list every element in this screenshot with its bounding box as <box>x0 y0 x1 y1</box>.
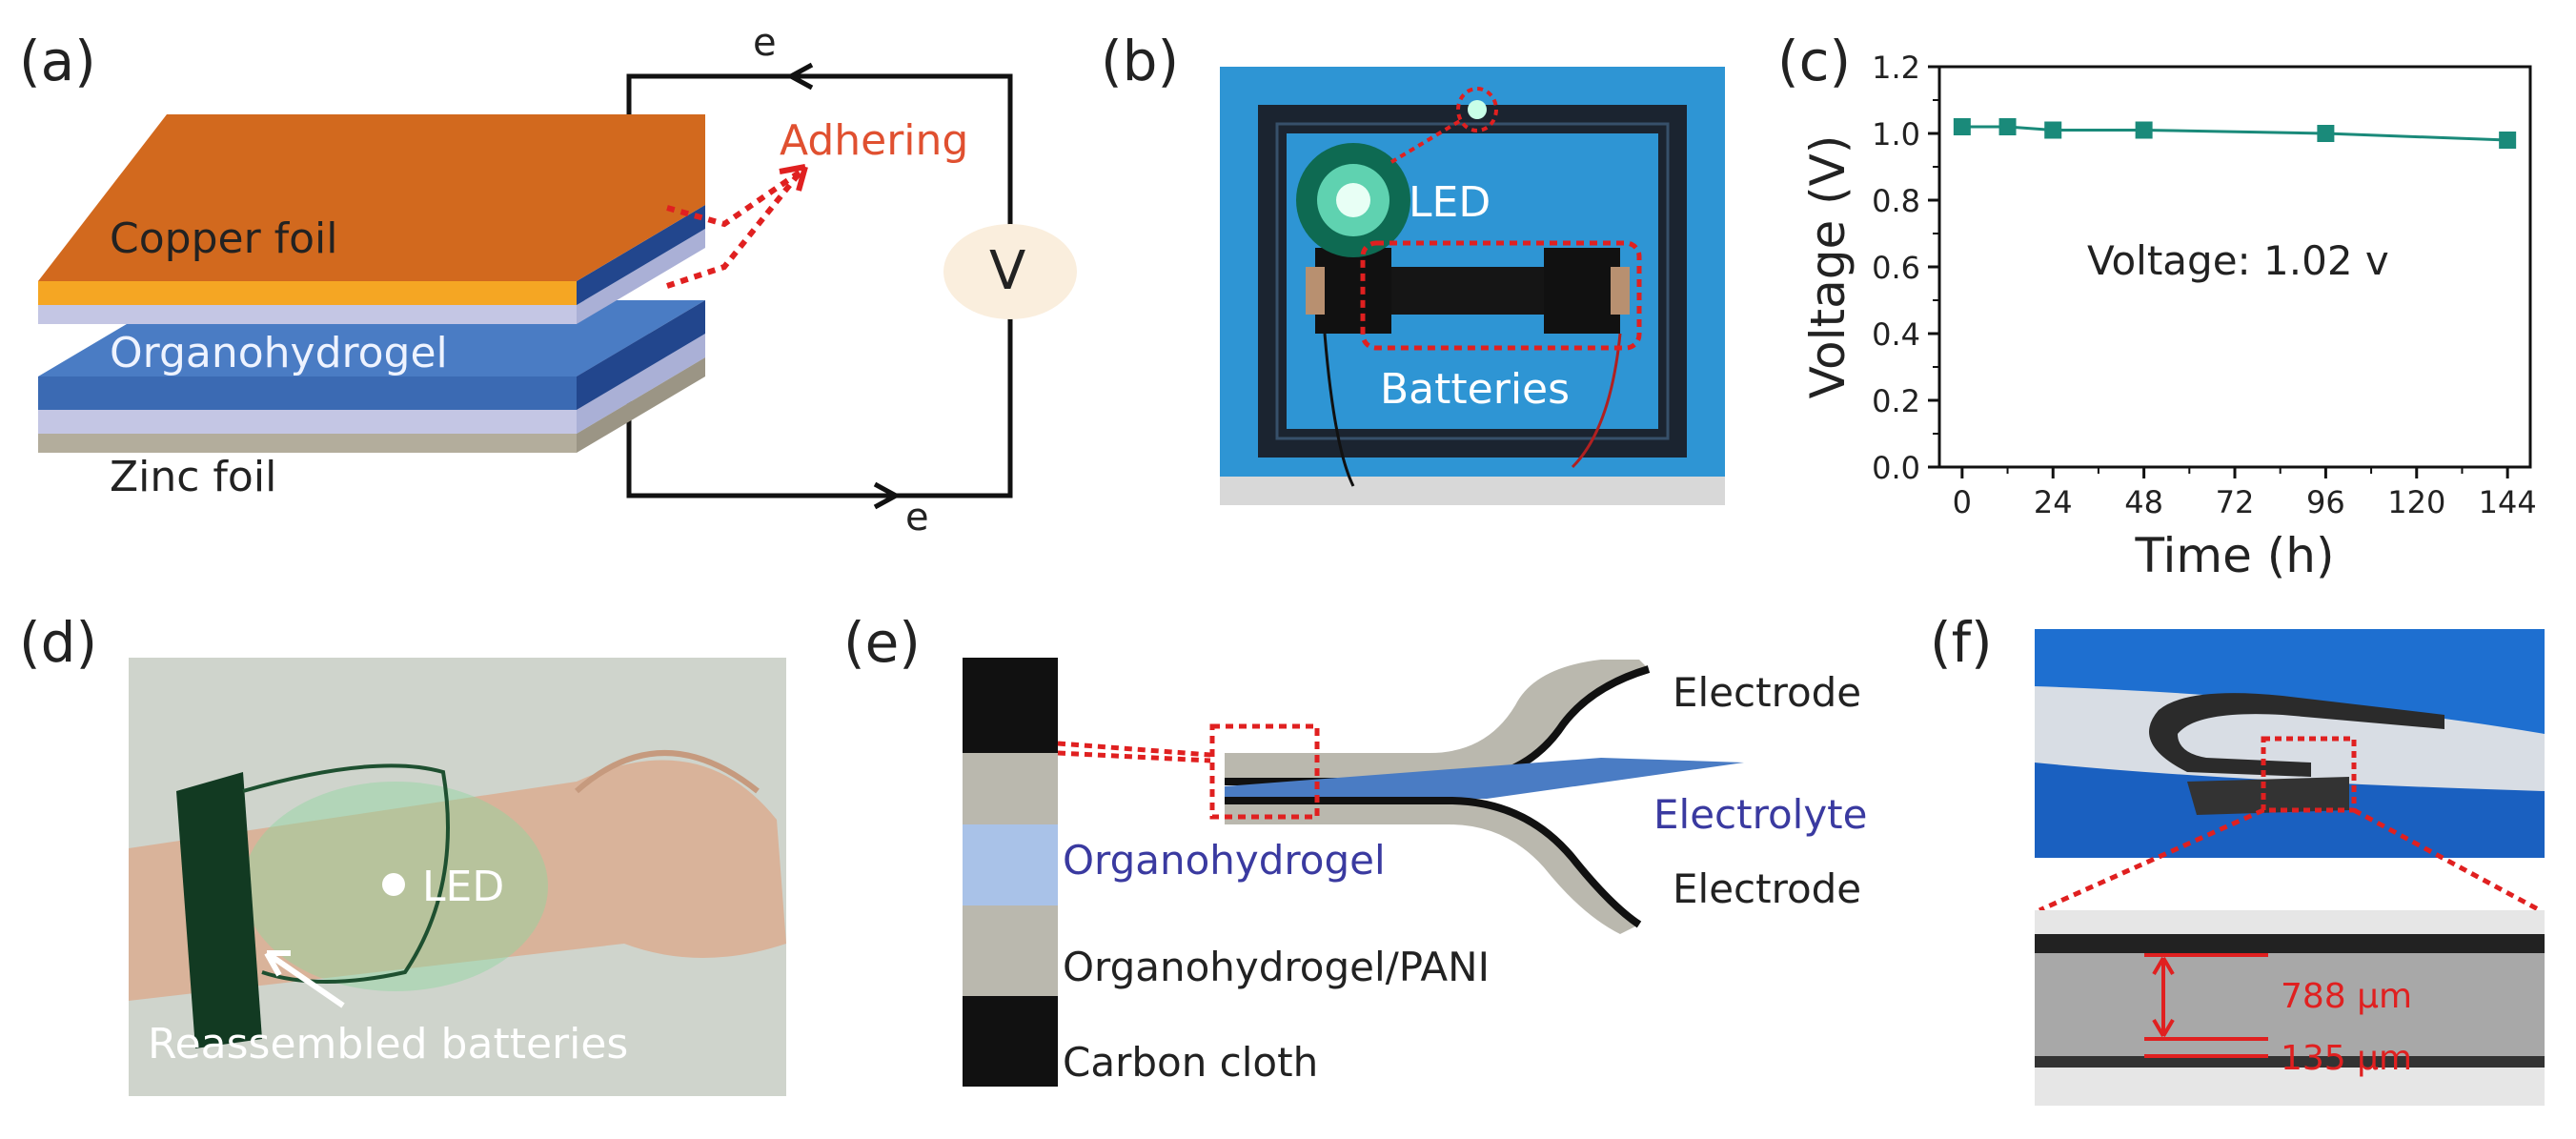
x-tick-label: 72 <box>2216 484 2255 520</box>
organohydrogel-e-label: Organohydrogel <box>1063 837 1386 884</box>
electron-top-label: e <box>753 21 777 65</box>
y-tick-label: 1.2 <box>1872 50 1920 86</box>
panel-e-label: (e) <box>843 610 921 675</box>
panel-b-label: (b) <box>1101 29 1180 93</box>
voltage-annotation: Voltage: 1.02 v <box>2087 237 2389 284</box>
zoom-box-f <box>2261 736 2357 813</box>
pani-layer <box>963 905 1058 996</box>
carbon-cloth-top <box>963 658 1058 753</box>
panel-d-photo <box>129 658 786 1096</box>
electrolyte-sheet <box>1225 758 1744 799</box>
voltage-series-line <box>1961 125 2508 142</box>
y-tick-label: 1.0 <box>1872 116 1920 153</box>
voltmeter-label: V <box>989 240 1026 302</box>
data-point <box>1998 118 2017 135</box>
copper-foil-label: Copper foil <box>110 214 338 263</box>
x-tick-label: 48 <box>2124 484 2163 520</box>
voltage-chart: 0.0 0.2 0.4 0.6 0.8 1.0 1.2 0 24 48 72 96 120 144Time… <box>1800 50 2537 583</box>
y-tick-label: 0.6 <box>1872 250 1920 286</box>
x-tick-label: 96 <box>2306 484 2345 520</box>
organohydrogel-label: Organohydrogel <box>110 329 448 377</box>
y-axis-label: Voltage (V) <box>1800 135 1856 399</box>
data-point <box>2499 132 2517 149</box>
carbon-cloth-label: Carbon cloth <box>1063 1039 1319 1086</box>
x-axis-label: Time (h) <box>2135 528 2335 583</box>
panel-d-label: (d) <box>19 610 98 675</box>
x-tick-label: 120 <box>2387 484 2445 520</box>
thickness-135-label: 135 μm <box>2281 1039 2413 1078</box>
voltmeter <box>943 224 1077 319</box>
electrolyte-label: Electrolyte <box>1653 791 1868 838</box>
led-label-d: LED <box>422 863 505 911</box>
white-arrow-icon <box>264 950 345 1008</box>
data-point <box>2135 121 2153 139</box>
data-point <box>2044 121 2062 139</box>
panel-c-label: (c) <box>1777 29 1852 93</box>
data-point <box>2317 125 2335 142</box>
x-tick-label: 24 <box>2034 484 2073 520</box>
y-tick-label: 0.2 <box>1872 383 1920 419</box>
panel-a-label: (a) <box>19 29 96 93</box>
led-highlight <box>1456 87 1498 132</box>
bottom-arrow-icon <box>873 481 898 510</box>
panel-f-label: (f) <box>1930 610 1993 675</box>
y-tick-label: 0.4 <box>1872 316 1920 353</box>
panel-a-diagram <box>38 62 1077 510</box>
x-tick-label: 144 <box>2479 484 2537 520</box>
organohydrogel-layer <box>963 824 1058 905</box>
electrode-bottom-label: Electrode <box>1673 865 1862 912</box>
y-tick-label: 0.0 <box>1872 450 1920 486</box>
electrode-top-label: Electrode <box>1673 669 1862 716</box>
zinc-foil-label: Zinc foil <box>110 453 277 501</box>
panel-e-diagram <box>963 658 1744 1087</box>
batteries-highlight <box>1360 240 1642 351</box>
adhering-arrow <box>666 169 802 228</box>
thickness-arrow-icon <box>2152 956 2175 1038</box>
led-label-b: LED <box>1409 178 1491 227</box>
x-tick-label: 0 <box>1953 484 1972 520</box>
carbon-cloth-bottom <box>963 996 1058 1087</box>
top-arrow-icon <box>789 62 814 91</box>
thickness-788-label: 788 μm <box>2281 977 2413 1016</box>
electron-bottom-label: e <box>905 496 929 539</box>
panel-f-photo <box>2035 629 2545 1106</box>
copper-foil-top <box>38 114 705 281</box>
adhering-label: Adhering <box>780 116 969 165</box>
batteries-label: Batteries <box>1380 365 1571 414</box>
data-point <box>1953 118 1971 135</box>
pani-label: Organohydrogel/PANI <box>1063 944 1490 990</box>
y-tick-label: 0.8 <box>1872 183 1920 219</box>
reassembled-label: Reassembled batteries <box>148 1020 629 1068</box>
panel-b-photo <box>1220 67 1725 505</box>
zoom-highlight <box>1209 723 1320 820</box>
